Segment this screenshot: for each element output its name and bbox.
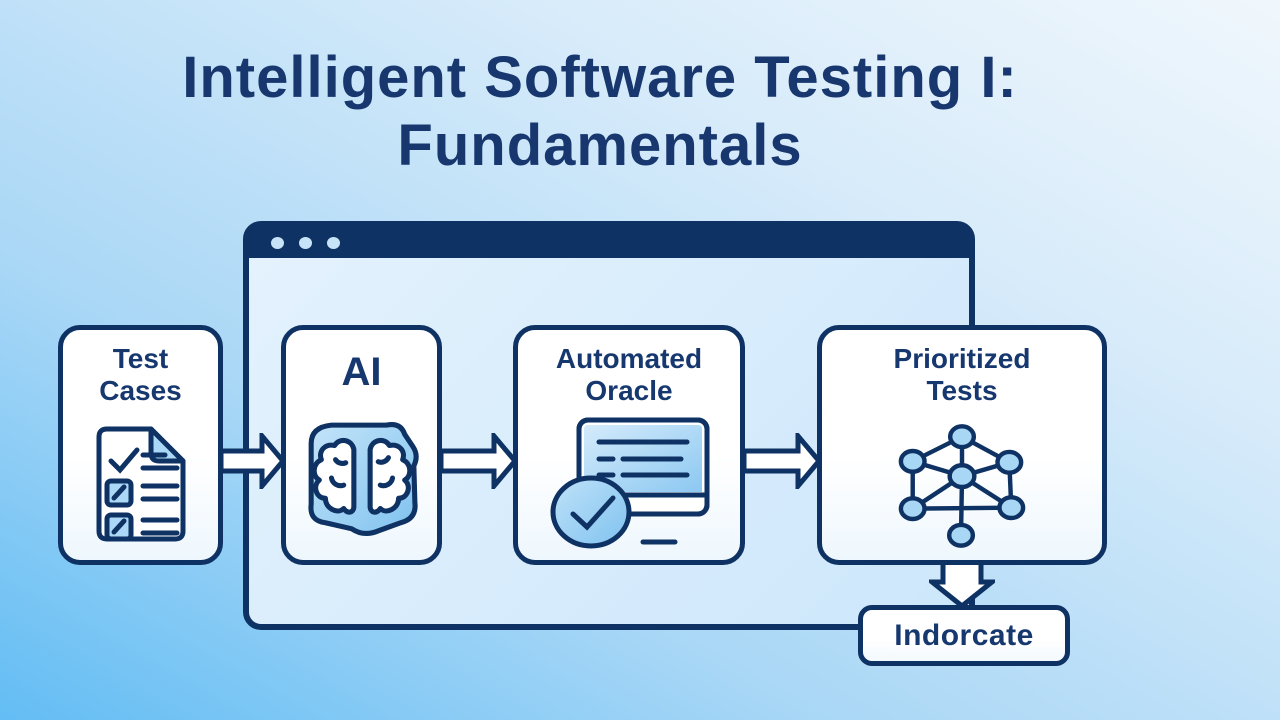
node-label-line: Prioritized <box>893 343 1031 374</box>
flow-node-ai: AI <box>281 325 442 565</box>
page-title-line2: Fundamentals <box>397 113 803 179</box>
window-dot-icon <box>299 236 312 249</box>
flow-arrow-1 <box>218 433 286 489</box>
flow-arrow-2 <box>438 433 518 489</box>
window-dot-icon <box>327 236 340 249</box>
node-label-line: Cases <box>99 375 182 407</box>
node-label-line: Automated <box>555 343 703 374</box>
page-title-line1: Intelligent Software Testing I: <box>182 45 1018 110</box>
ai-brain-chip-icon <box>301 395 423 560</box>
checklist-document-icon <box>91 407 191 560</box>
flow-result-label: Indorcate <box>894 618 1034 652</box>
flow-result-box: Indorcate <box>858 605 1070 666</box>
flow-node-prioritized-tests: Prioritized Tests <box>817 325 1107 565</box>
node-label-line: Tests <box>926 375 998 407</box>
priority-network-graph-icon <box>882 407 1042 560</box>
node-label-line: Test <box>112 343 169 374</box>
browser-window-titlebar <box>249 227 969 258</box>
flow-node-automated-oracle: Automated Oracle <box>513 325 745 565</box>
node-label-line: AI <box>341 350 382 394</box>
node-label-line: Oracle <box>585 375 673 407</box>
window-dot-icon <box>271 236 284 249</box>
flow-node-test-cases: Test Cases <box>58 325 223 565</box>
flow-arrow-3 <box>741 433 822 489</box>
page-title: Intelligent Software Testing I: Fundamen… <box>0 44 1200 181</box>
oracle-report-check-icon <box>539 407 719 560</box>
